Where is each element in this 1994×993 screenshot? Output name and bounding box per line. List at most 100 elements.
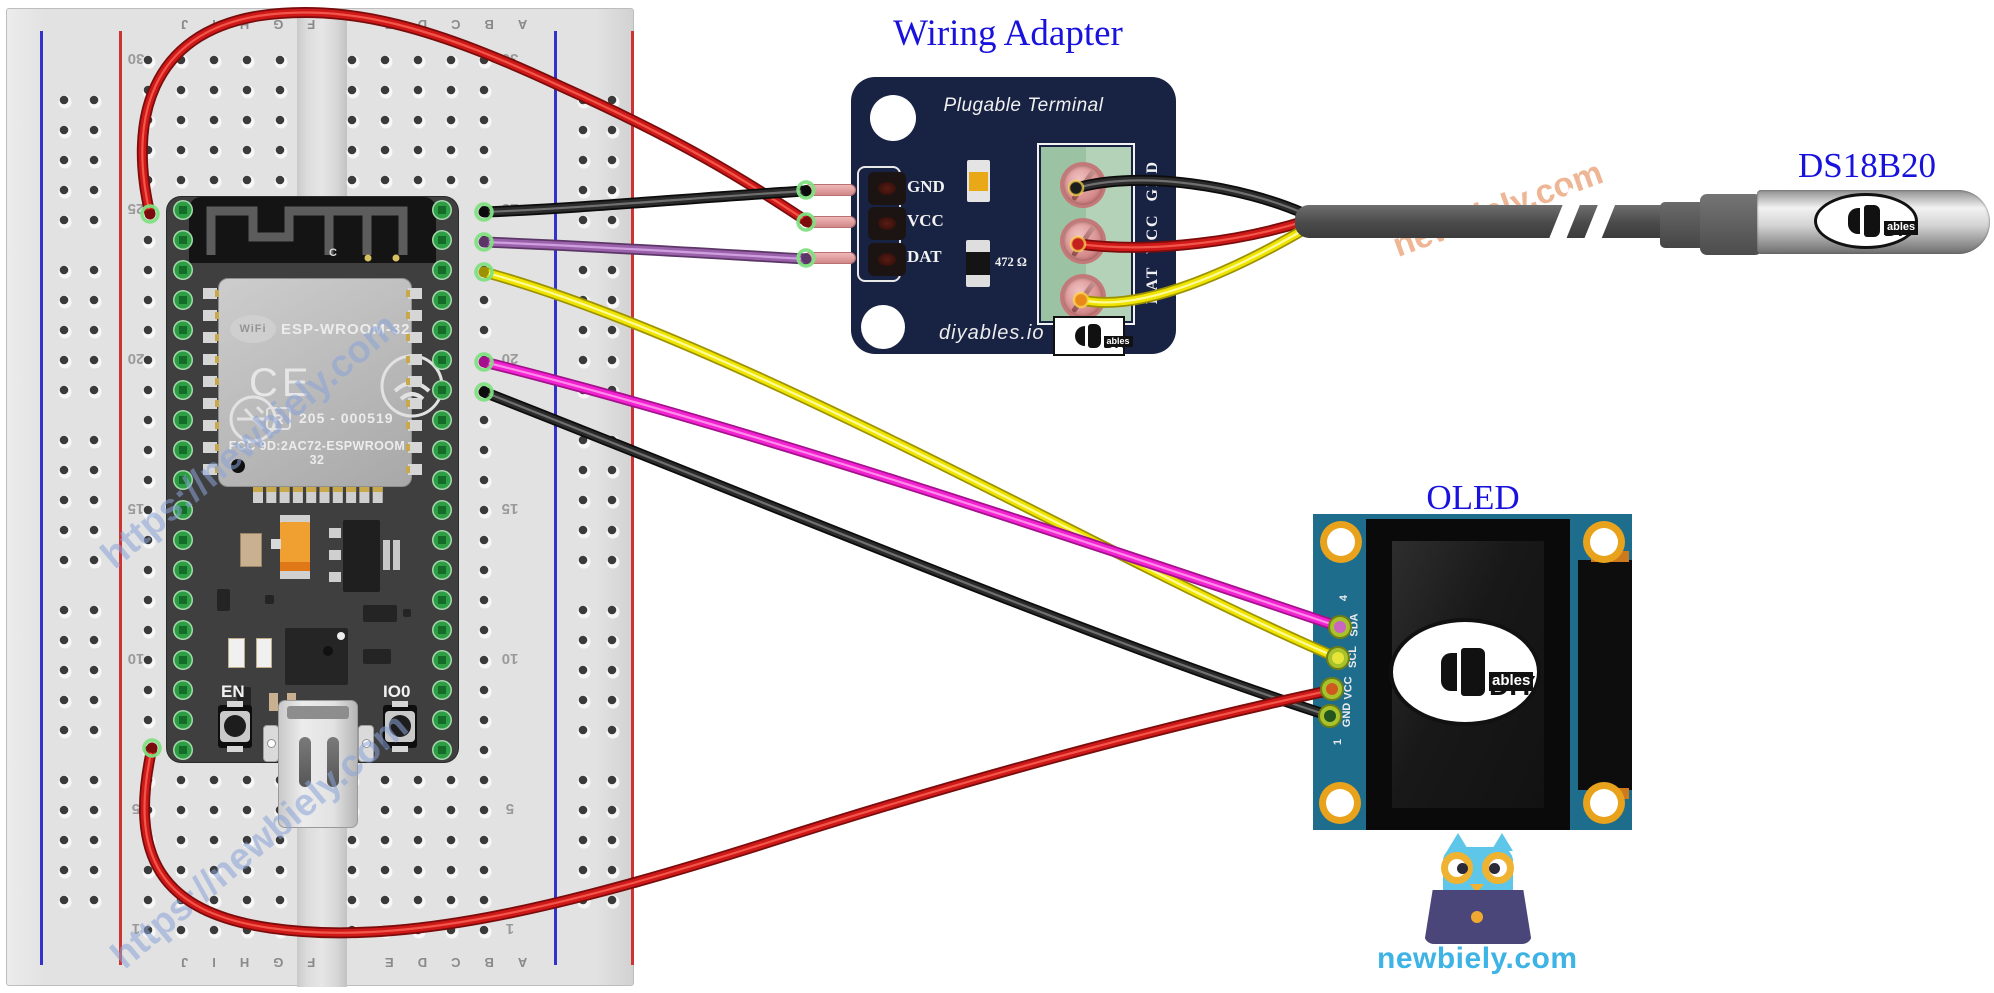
adapter-title: Wiring Adapter	[893, 13, 1123, 54]
adapter-board-text: Plugable Terminal	[943, 95, 1104, 116]
adapter-gnd-pin	[805, 185, 855, 195]
terminal-vcc-screw	[1063, 221, 1103, 261]
owl-beak-icon	[1470, 884, 1484, 893]
pin-number-bottom: 1	[1332, 738, 1345, 746]
owl-mascot-icon	[1447, 833, 1469, 851]
gnd-label: GND	[1341, 702, 1354, 728]
small-component	[269, 693, 278, 711]
resistor-label: 472 Ω	[995, 255, 1027, 269]
voltage-regulator	[343, 520, 380, 592]
antenna-label: C	[329, 247, 337, 259]
mounting-hole	[1319, 782, 1361, 824]
gnd-pin-label: GND	[907, 177, 945, 196]
mounting-hole	[870, 95, 916, 141]
ables-logo-text: ables	[1884, 221, 1919, 235]
terminal-gnd-screw	[1063, 165, 1103, 205]
column-letters-bottom-right: ABCDE	[361, 955, 528, 970]
mounting-hole	[1320, 521, 1362, 563]
diyables-logo: DIY ables	[1053, 316, 1133, 356]
led-indicator	[967, 160, 990, 202]
regulator-pad	[329, 572, 341, 582]
adapter-dat-pin	[805, 253, 855, 263]
fcc-id-text: FCC 9D:2AC72-ESPWROOM 32	[228, 439, 406, 467]
small-component	[363, 649, 391, 664]
tan-capacitor	[240, 533, 262, 567]
row-number-20: 20	[501, 350, 519, 367]
oled-module: 4 SDA SCL VCC GND 1 DIY ables	[1313, 514, 1632, 830]
adapter-vcc-pin	[805, 217, 855, 227]
scl-label: SCL	[1347, 646, 1359, 668]
mounting-hole	[1583, 521, 1625, 563]
power-rail-red-line-left	[119, 31, 122, 965]
small-component	[271, 539, 281, 549]
sensor-diyables-logo: DIY ables	[1814, 193, 1919, 249]
row-number-10: 10	[127, 650, 145, 667]
wiring-adapter-board: Plugable Terminal GND VCC DAT 472 Ω DAT …	[805, 77, 1176, 356]
capacitor-pad	[280, 571, 310, 579]
antenna-trace-icon	[206, 206, 408, 255]
sensor-title: DS18B20	[1797, 146, 1937, 185]
en-button-label: EN	[221, 682, 245, 701]
column-letters-bottom-left: FGHIJ	[157, 955, 316, 970]
reg-number: 205 - 000519	[299, 410, 394, 426]
regulator-pad	[329, 550, 341, 560]
terminal-dat-screw	[1063, 277, 1103, 317]
led-component	[228, 638, 245, 668]
row-number-25: 25	[127, 200, 145, 217]
small-component	[217, 589, 230, 611]
pin-header	[857, 166, 906, 282]
row-number-10: 10	[501, 650, 519, 667]
oled-title: OLED	[1426, 478, 1520, 517]
small-component	[363, 605, 397, 622]
owl-eye-icon	[1489, 863, 1500, 874]
regulator-tab	[393, 540, 400, 570]
vcc-label: VCC	[1342, 676, 1355, 700]
module-name: ESP-WROOM-32	[281, 321, 411, 338]
regulator-pad	[329, 528, 341, 538]
column-letters-top-left: FGHIJ	[157, 17, 316, 32]
diyables-site-text: diyables.io	[939, 322, 1045, 344]
terminal-vertical-label: DAT VCC GND	[1144, 159, 1161, 305]
laptop-logo-dot	[1471, 911, 1483, 923]
row-number-30: 30	[501, 50, 519, 67]
small-component	[265, 595, 274, 604]
dat-pin-label: DAT	[907, 247, 942, 266]
ables-logo-text: ables	[1489, 672, 1534, 691]
resistor-472	[966, 240, 990, 287]
small-component	[403, 609, 411, 617]
usb-mount-ear	[263, 725, 279, 762]
mounting-hole	[1583, 782, 1625, 824]
row-number-15: 15	[501, 500, 519, 517]
usb-uart-chip	[285, 628, 348, 685]
r-cert-mark: R	[266, 407, 291, 430]
owl-eye-icon	[1457, 863, 1468, 874]
row-number-30: 30	[127, 50, 145, 67]
wifi-logo: WiFi	[230, 315, 276, 343]
column-letters-top-right: ABCDE	[361, 17, 528, 32]
cable-strain-relief	[1660, 202, 1706, 248]
row-number-20: 20	[127, 350, 145, 367]
regulator-tab	[383, 540, 390, 570]
vcc-pin-label: VCC	[907, 211, 944, 230]
oled-diyables-logo: DIY ables	[1389, 618, 1541, 726]
jp-cert-icon	[229, 395, 277, 443]
orange-capacitor	[280, 522, 310, 572]
row-number-25: 25	[501, 200, 519, 217]
row-number-1: 1	[505, 920, 515, 937]
cable-strain-relief	[1700, 194, 1762, 255]
esp32-antenna: C	[189, 197, 436, 263]
power-rail-blue-line-right	[554, 31, 557, 965]
footer-site-text: newbiely.com	[1377, 942, 1578, 975]
led-component	[256, 638, 272, 668]
row-number-5: 5	[131, 800, 141, 817]
sda-label: SDA	[1348, 613, 1361, 637]
power-rail-red-line-right	[631, 31, 634, 965]
terminal-block	[1037, 143, 1135, 325]
pin-number-top: 4	[1338, 594, 1351, 602]
row-number-5: 5	[505, 800, 515, 817]
capacitor-pad	[280, 515, 310, 523]
oled-ribbon-connector	[1578, 560, 1632, 790]
power-rail-blue-line-left	[40, 31, 43, 965]
pin1-dot	[231, 459, 245, 473]
